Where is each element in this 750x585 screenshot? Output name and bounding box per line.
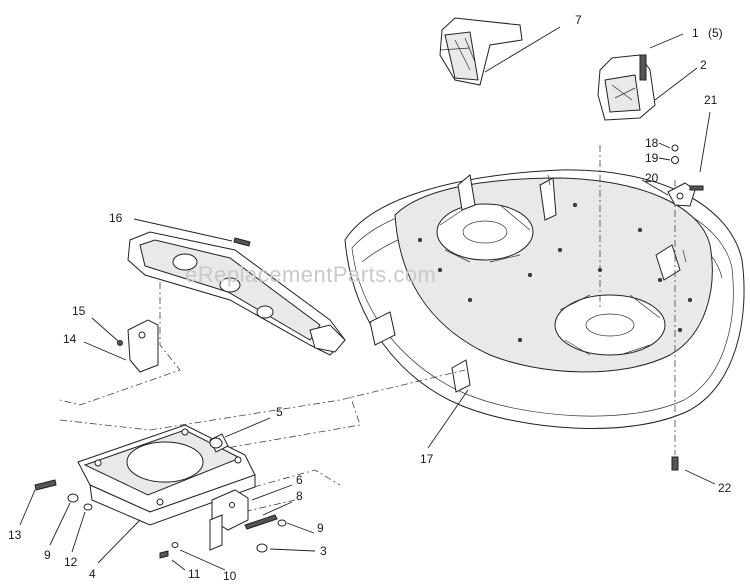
watermark: eReplacementParts.com bbox=[185, 262, 436, 287]
discharge-chute bbox=[439, 17, 523, 86]
callout-15: 15 bbox=[72, 304, 86, 318]
callout-3: 3 bbox=[320, 544, 327, 558]
callout-6: 6 bbox=[296, 473, 303, 487]
callout-12: 12 bbox=[64, 555, 78, 569]
callout-9-left: 9 bbox=[44, 548, 51, 562]
mower-deck-housing bbox=[344, 169, 745, 429]
upper-hardware bbox=[639, 54, 704, 471]
callout-21: 21 bbox=[704, 93, 718, 107]
callout-1-quantity: (5) bbox=[708, 26, 723, 40]
callout-18: 18 bbox=[645, 136, 659, 150]
pivot-bar-assembly bbox=[127, 231, 346, 356]
callout-4: 4 bbox=[89, 567, 96, 581]
callout-17: 17 bbox=[420, 452, 434, 466]
callout-8: 8 bbox=[296, 489, 303, 503]
callout-7: 7 bbox=[575, 13, 582, 27]
callout-20: 20 bbox=[645, 171, 659, 185]
callout-19: 19 bbox=[645, 151, 659, 165]
pivot-bracket bbox=[117, 319, 159, 373]
lower-hardware bbox=[34, 479, 287, 559]
callout-2: 2 bbox=[700, 58, 707, 72]
callout-numbers: 7 1 (5) 2 21 18 19 20 16 15 14 5 17 22 6… bbox=[8, 13, 732, 583]
callout-16: 16 bbox=[109, 211, 123, 225]
leader-lines bbox=[19, 26, 716, 571]
mounting-plate bbox=[77, 424, 256, 526]
callout-13: 13 bbox=[8, 528, 22, 542]
link-bracket bbox=[209, 489, 278, 551]
callout-9-right: 9 bbox=[317, 521, 324, 535]
callout-11: 11 bbox=[188, 567, 201, 581]
callout-22: 22 bbox=[718, 481, 732, 495]
callout-5: 5 bbox=[276, 405, 283, 419]
callout-1: 1 bbox=[692, 26, 699, 40]
spacer-bolt bbox=[209, 433, 229, 453]
callout-10: 10 bbox=[223, 569, 237, 583]
callout-14: 14 bbox=[63, 332, 77, 346]
